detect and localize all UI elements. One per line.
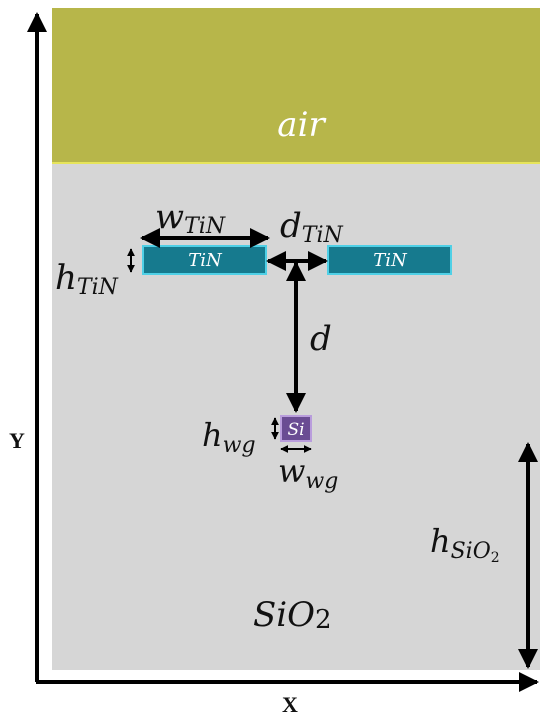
si-waveguide-label: Si	[287, 420, 304, 440]
air-region	[52, 8, 540, 163]
d-tin-label: dTiN	[280, 206, 343, 248]
x-axis-label: X	[282, 692, 298, 717]
tin-right-strip	[327, 245, 452, 275]
w-tin-label: wTiN	[155, 197, 226, 239]
y-axis-label: Y	[9, 428, 25, 453]
h-wg-label: hwg	[202, 416, 256, 458]
sio2-label: SiO2	[253, 595, 332, 635]
w-wg-label: wwg	[278, 452, 338, 494]
tin-right-label: TiN	[373, 250, 408, 271]
si-waveguide	[280, 415, 312, 442]
tin-left-strip	[142, 245, 267, 275]
tin-left-label: TiN	[188, 250, 223, 271]
h-sio2-label: hSiO2	[430, 522, 500, 566]
d-label: d	[310, 319, 332, 359]
air-label: air	[277, 105, 326, 145]
h-tin-label: hTiN	[55, 258, 119, 300]
